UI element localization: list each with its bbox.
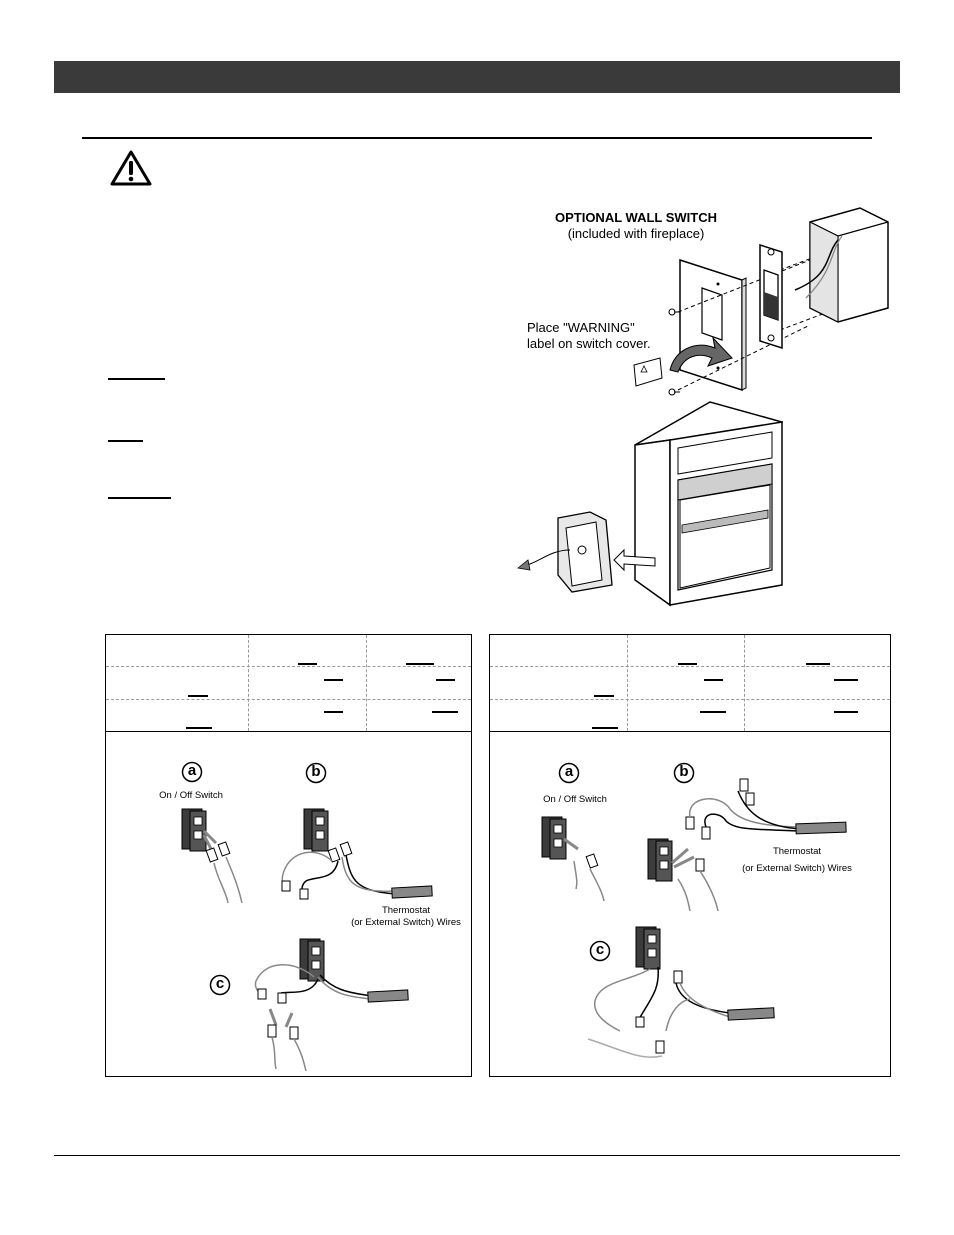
table-bottom-rule: [106, 731, 471, 732]
marker-c-label: c: [215, 975, 225, 992]
table-blank: [436, 679, 455, 681]
marker-c-label: c: [595, 941, 605, 958]
instruction-line-1: Place "WARNING": [527, 320, 635, 335]
marker-a-label: a: [564, 763, 574, 780]
wire-label-line-1: Thermostat: [772, 846, 822, 857]
wire-label-line-2: (or External Switch) Wires: [742, 863, 852, 874]
marker-a-icon: [558, 762, 580, 784]
wiring-diagram: [541, 762, 847, 1058]
table-blank: [188, 695, 208, 697]
wall-switch-subtitle: (included with fireplace): [567, 226, 705, 241]
table-col-divider: [744, 635, 745, 731]
table-col-divider: [248, 635, 249, 731]
table-blank: [406, 663, 434, 665]
table-col-divider: [366, 635, 367, 731]
header-bar: [54, 61, 900, 93]
marker-a-label: a: [187, 762, 197, 779]
marker-b-icon: [305, 762, 327, 784]
table-blank: [834, 679, 858, 681]
table-blank: [298, 663, 317, 665]
marker-b-label: b: [311, 763, 321, 780]
table-blank: [186, 727, 212, 729]
marker-b-icon: [673, 762, 695, 784]
fireplace-insert-diagram: [517, 401, 783, 607]
wall-switch-title: OPTIONAL WALL SWITCH: [554, 210, 717, 225]
table-blank: [700, 711, 726, 713]
table-blank: [592, 727, 618, 729]
warning-label-instruction: Place "WARNING" label on switch cover.: [527, 320, 651, 352]
wire-label-line-2: (or External Switch) Wires: [351, 917, 461, 928]
marker-c-icon: [589, 940, 611, 962]
section-divider: [82, 137, 872, 139]
underline-3: [108, 497, 171, 499]
table-col-divider: [627, 635, 628, 731]
table-blank: [324, 711, 343, 713]
warning-triangle-icon: [110, 150, 152, 186]
table-blank: [834, 711, 858, 713]
table-row-divider: [106, 666, 471, 667]
table-blank: [432, 711, 458, 713]
marker-a-icon: [181, 761, 203, 783]
marker-c-icon: [209, 974, 231, 996]
marker-b-label: b: [679, 763, 689, 780]
instruction-line-2: label on switch cover.: [527, 336, 651, 351]
footer-divider: [54, 1155, 900, 1156]
table-row-divider: [490, 666, 890, 667]
wiring-panel-right: a b c On / Off Switch Thermostat (or Ext…: [489, 634, 891, 1077]
switch-label: On / Off Switch: [159, 790, 223, 801]
table-blank: [678, 663, 697, 665]
underline-2: [108, 440, 143, 442]
table-row-divider: [490, 699, 890, 700]
table-blank: [806, 663, 830, 665]
table-blank: [324, 679, 343, 681]
wire-label-line-1: Thermostat: [381, 905, 431, 916]
switch-label: On / Off Switch: [543, 794, 607, 805]
table-row-divider: [106, 699, 471, 700]
wiring-panel-left: a b c On / Off Switch Thermostat (or Ext…: [105, 634, 472, 1077]
table-blank: [704, 679, 723, 681]
table-blank: [594, 695, 614, 697]
wall-switch-diagram: [633, 207, 889, 396]
underline-1: [108, 378, 165, 380]
wiring-diagram: [181, 761, 433, 1072]
table-bottom-rule: [490, 731, 890, 732]
